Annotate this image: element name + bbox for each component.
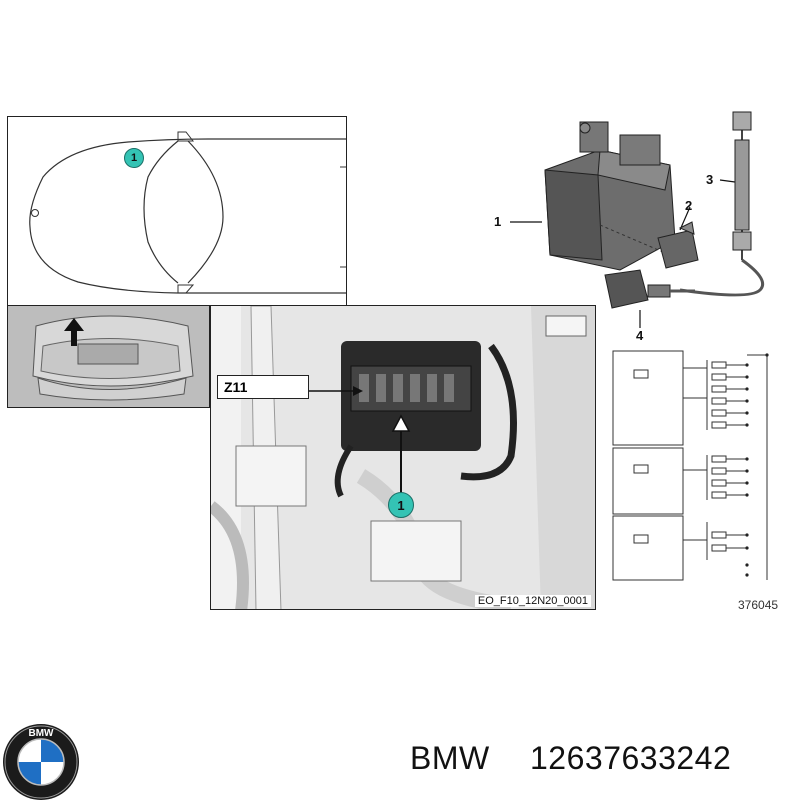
part-label-1: 1 [494,214,502,229]
callout-1-car: 1 [124,148,144,168]
parts-drawing [510,111,765,328]
part-label-2: 2 [685,198,693,213]
car-location-panel: 1 [7,116,347,306]
engine-photo-panel: Z11 1 EO_F10_12N20_0001 [210,305,596,610]
drawing-number: 376045 [738,598,779,612]
callout-1-photo: 1 [388,492,414,518]
svg-text:BMW: BMW [29,728,55,739]
brand-name: BMW [410,740,490,776]
bmw-logo: BMW [2,723,80,801]
component-label-z11: Z11 [217,375,309,399]
car-outline-drawing [29,131,346,294]
engine-bay-drawing [8,306,209,407]
engine-bay-thumbnail [7,305,210,408]
part-label-3: 3 [706,172,714,187]
wiring-schematic [612,350,777,590]
photo-caption: EO_F10_12N20_0001 [474,595,591,607]
parts-exploded-view: 1 2 3 4 [480,110,780,350]
part-label-4: 4 [636,328,644,343]
fuse-box-photo-drawing [211,306,595,609]
part-number: 12637633242 [530,740,732,776]
schematic-drawing [612,350,769,581]
